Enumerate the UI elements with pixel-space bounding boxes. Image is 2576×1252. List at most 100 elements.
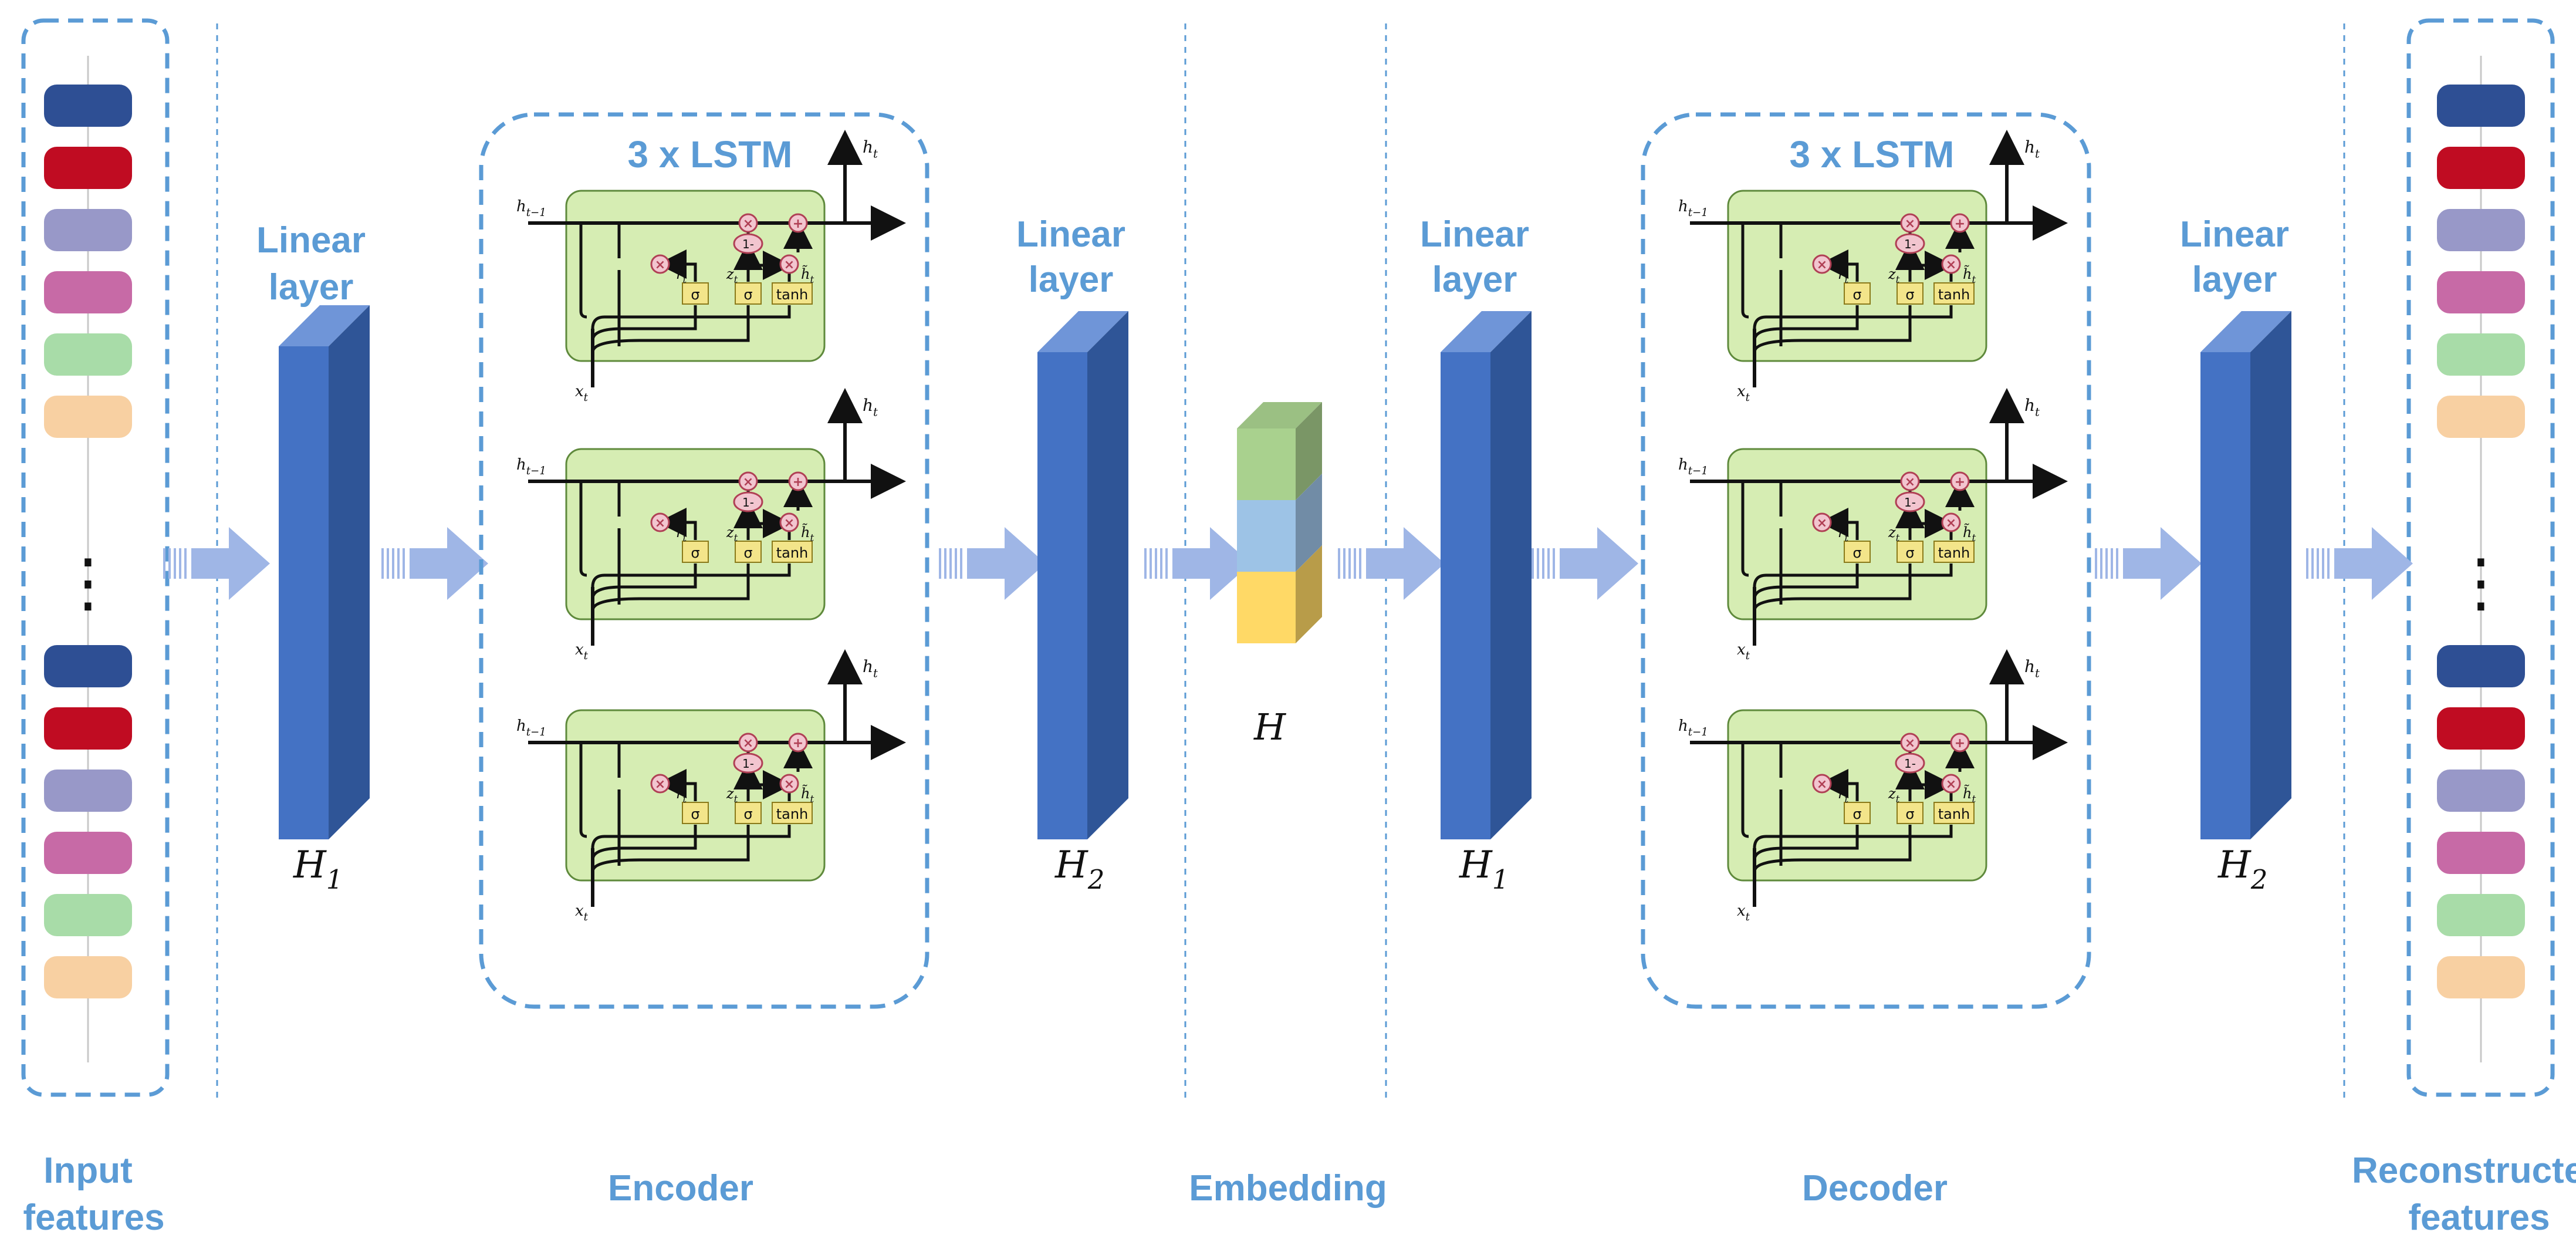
section-separators: [216, 23, 2345, 1098]
svg-text:σ: σ: [743, 545, 752, 561]
encoder-cell-2-reset-multiply: ×: [650, 512, 670, 532]
svg-text:×: ×: [784, 777, 795, 792]
encoder-cell-3-update-multiply: ×: [738, 733, 758, 752]
svg-text:+: +: [1955, 475, 1965, 490]
svg-text:tanh: tanh: [776, 286, 809, 303]
encoder-cell-3-reset-gate: σ: [682, 802, 709, 824]
decoder-cell-3-reset-multiply: ×: [1812, 774, 1832, 794]
flow-arrow-6: [1532, 527, 1638, 600]
decoder-linear-layer-2-label-line1: Linear: [2180, 214, 2289, 255]
output-label-line2: features: [2408, 1197, 2550, 1238]
encoder-cell-3-ht-out: ht: [863, 657, 878, 680]
input-label-line1: Input: [43, 1150, 133, 1191]
decoder-cell-2-reset-multiply: ×: [1812, 512, 1832, 532]
decoder-linear-layer-1-dim: H1: [1459, 843, 1509, 895]
encoder-cell-2-candidate-gate: tanh: [772, 541, 813, 563]
input-feature-bars: [44, 85, 132, 998]
flow-arrow-8: [2306, 527, 2413, 600]
decoder-cell-3-xt: xt: [1737, 902, 1750, 923]
svg-text:+: +: [793, 475, 803, 490]
svg-text:+: +: [793, 736, 803, 751]
embedding-block-3: [1237, 545, 1322, 643]
flow-arrow-3: [939, 527, 1046, 600]
decoder-cell-3-reset-gate: σ: [1844, 802, 1871, 824]
svg-text:1-: 1-: [742, 757, 754, 771]
svg-text:σ: σ: [1852, 286, 1861, 303]
output-label-line1: Reconstructed: [2352, 1150, 2576, 1191]
decoder-cell-3-candidate-gate: tanh: [1933, 802, 1975, 824]
svg-text:σ: σ: [1852, 806, 1861, 822]
encoder-linear-layer-1: [279, 305, 370, 839]
decoder-cell-3-add: +: [1950, 733, 1970, 752]
encoder-cell-3-hprev: ht−1: [516, 717, 546, 738]
svg-text:tanh: tanh: [1938, 286, 1970, 303]
decoder-cell-2-one-minus: 1-: [1895, 491, 1925, 512]
svg-text:tanh: tanh: [1938, 806, 1970, 822]
svg-text:+: +: [1955, 736, 1965, 751]
decoder-cell-2-xt: xt: [1737, 641, 1750, 662]
flow-arrow-7: [2095, 527, 2202, 600]
decoder-linear-layer-1-label-line1: Linear: [1420, 214, 1529, 255]
decoder-cell-1-one-minus: 1-: [1895, 233, 1925, 254]
decoder-cell-3-update-multiply: ×: [1900, 733, 1920, 752]
decoder-cell-2-candidate-multiply: ×: [1941, 512, 1961, 532]
svg-text:+: +: [1955, 217, 1965, 231]
flow-arrow-2: [381, 527, 488, 600]
encoder-cell-1-xt: xt: [575, 383, 589, 404]
output-feature-7: [2437, 645, 2525, 687]
decoder-linear-layer-2-dim: H2: [2217, 843, 2267, 895]
decoder-linear-layer-2-label-line2: layer: [2192, 259, 2277, 300]
encoder-cell-3-one-minus: 1-: [733, 752, 763, 774]
output-features-column: ⋮: [2406, 18, 2555, 1097]
encoder-cell-1-update-multiply: ×: [738, 213, 758, 233]
svg-text:×: ×: [1817, 258, 1827, 272]
decoder-cell-2-reset-gate: σ: [1844, 541, 1871, 563]
encoder-cell-3-update-gate: σ: [735, 802, 762, 824]
input-feature-12: [44, 956, 132, 998]
encoder-linear-layer-2-label-line2: layer: [1029, 259, 1114, 300]
encoder-cell-1-update-gate: σ: [735, 282, 762, 305]
encoder-lstm-title: 3 x LSTM: [628, 133, 793, 176]
input-feature-4: [44, 271, 132, 313]
svg-text:1-: 1-: [1904, 495, 1916, 509]
svg-text:tanh: tanh: [776, 806, 809, 822]
svg-text:×: ×: [1946, 777, 1956, 792]
input-feature-7: [44, 645, 132, 687]
decoder-cell-1-candidate-gate: tanh: [1933, 282, 1975, 305]
svg-text:σ: σ: [1852, 545, 1861, 561]
decoder-cell-1-update-gate: σ: [1896, 282, 1923, 305]
output-feature-4: [2437, 271, 2525, 313]
decoder-lstm-title: 3 x LSTM: [1790, 133, 1955, 176]
decoder-cell-2-add: +: [1950, 471, 1970, 491]
encoder-cell-1-reset-gate: σ: [682, 282, 709, 305]
decoder-cell-2-candidate-gate: tanh: [1933, 541, 1975, 563]
encoder-cell-3-candidate-multiply: ×: [779, 774, 799, 794]
decoder-cell-2-update-multiply: ×: [1900, 471, 1920, 491]
decoder-cell-1-xt: xt: [1737, 383, 1750, 404]
encoder-cell-2-ht-out: ht: [863, 396, 878, 419]
output-feature-6: [2437, 396, 2525, 438]
svg-text:σ: σ: [743, 806, 752, 822]
input-feature-3: [44, 209, 132, 251]
decoder-linear-layer-2: [2200, 311, 2291, 839]
embedding-block-2: [1237, 474, 1322, 572]
encoder-cell-3-add: +: [788, 733, 808, 752]
decoder-lstm-box: [1641, 112, 2091, 1009]
svg-text:×: ×: [743, 475, 753, 490]
encoder-cell-3-candidate-gate: tanh: [772, 802, 813, 824]
encoder-cell-3-reset-multiply: ×: [650, 774, 670, 794]
svg-text:σ: σ: [691, 806, 699, 822]
decoder-cell-1-reset-multiply: ×: [1812, 254, 1832, 274]
decoder-cell-1-hprev: ht−1: [1678, 198, 1708, 219]
svg-text:×: ×: [1946, 516, 1956, 531]
svg-text:×: ×: [1905, 736, 1915, 751]
svg-text:σ: σ: [1905, 806, 1914, 822]
embedding-stack: [1237, 402, 1322, 643]
decoder-cell-1-reset-gate: σ: [1844, 282, 1871, 305]
svg-text:1-: 1-: [1904, 237, 1916, 251]
